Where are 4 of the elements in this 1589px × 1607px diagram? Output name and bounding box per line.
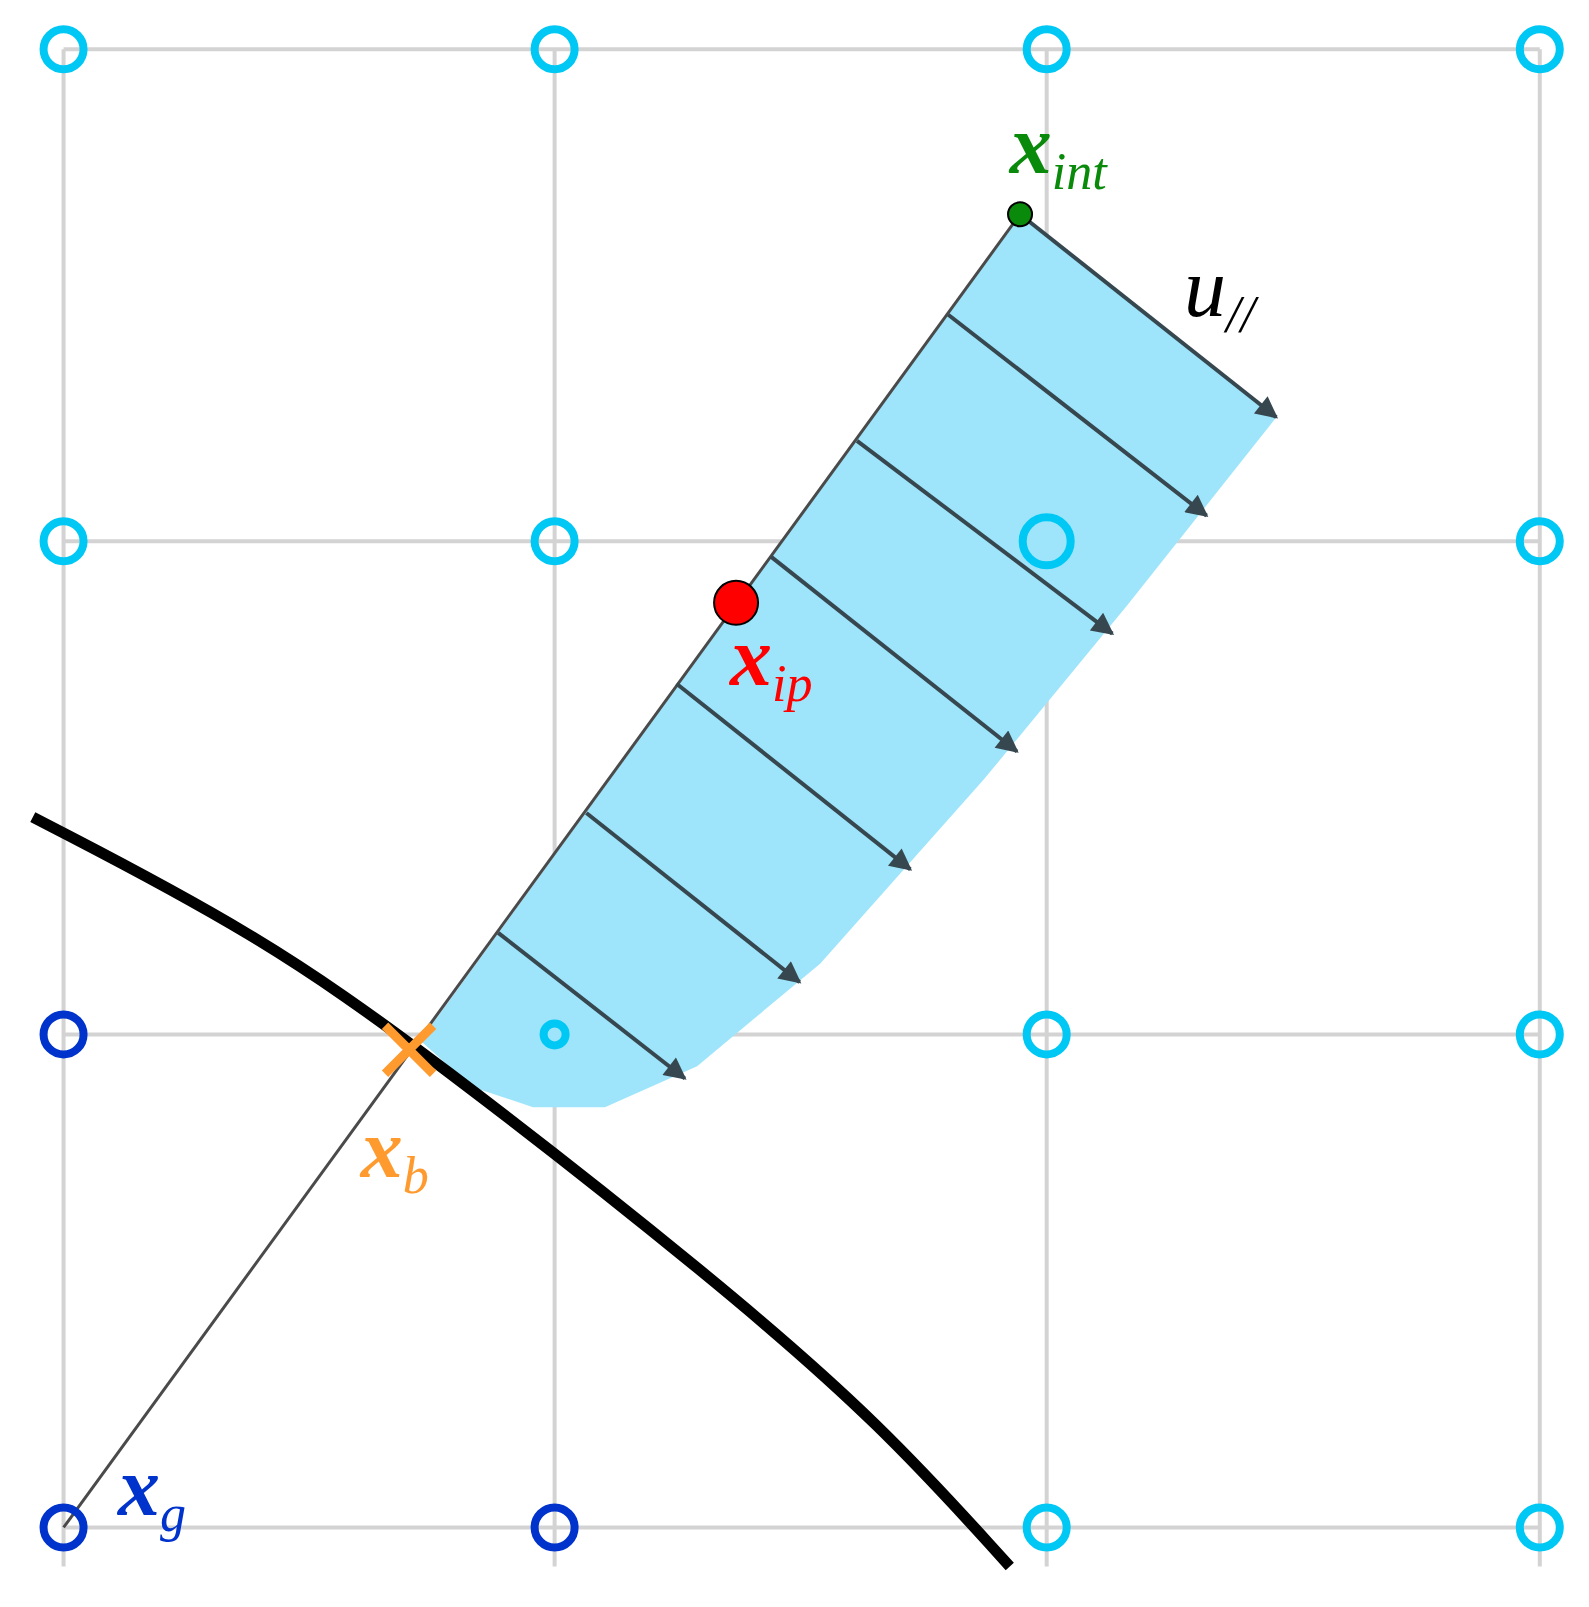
boundary-point-label: x$_{b}$ (360, 1107, 429, 1202)
ghost-point-label: x$_{g}$ (117, 1445, 186, 1541)
image-point-label: x$_{ip}$ (729, 615, 813, 710)
interface-point-label: x$_{int}$ (1009, 102, 1107, 198)
